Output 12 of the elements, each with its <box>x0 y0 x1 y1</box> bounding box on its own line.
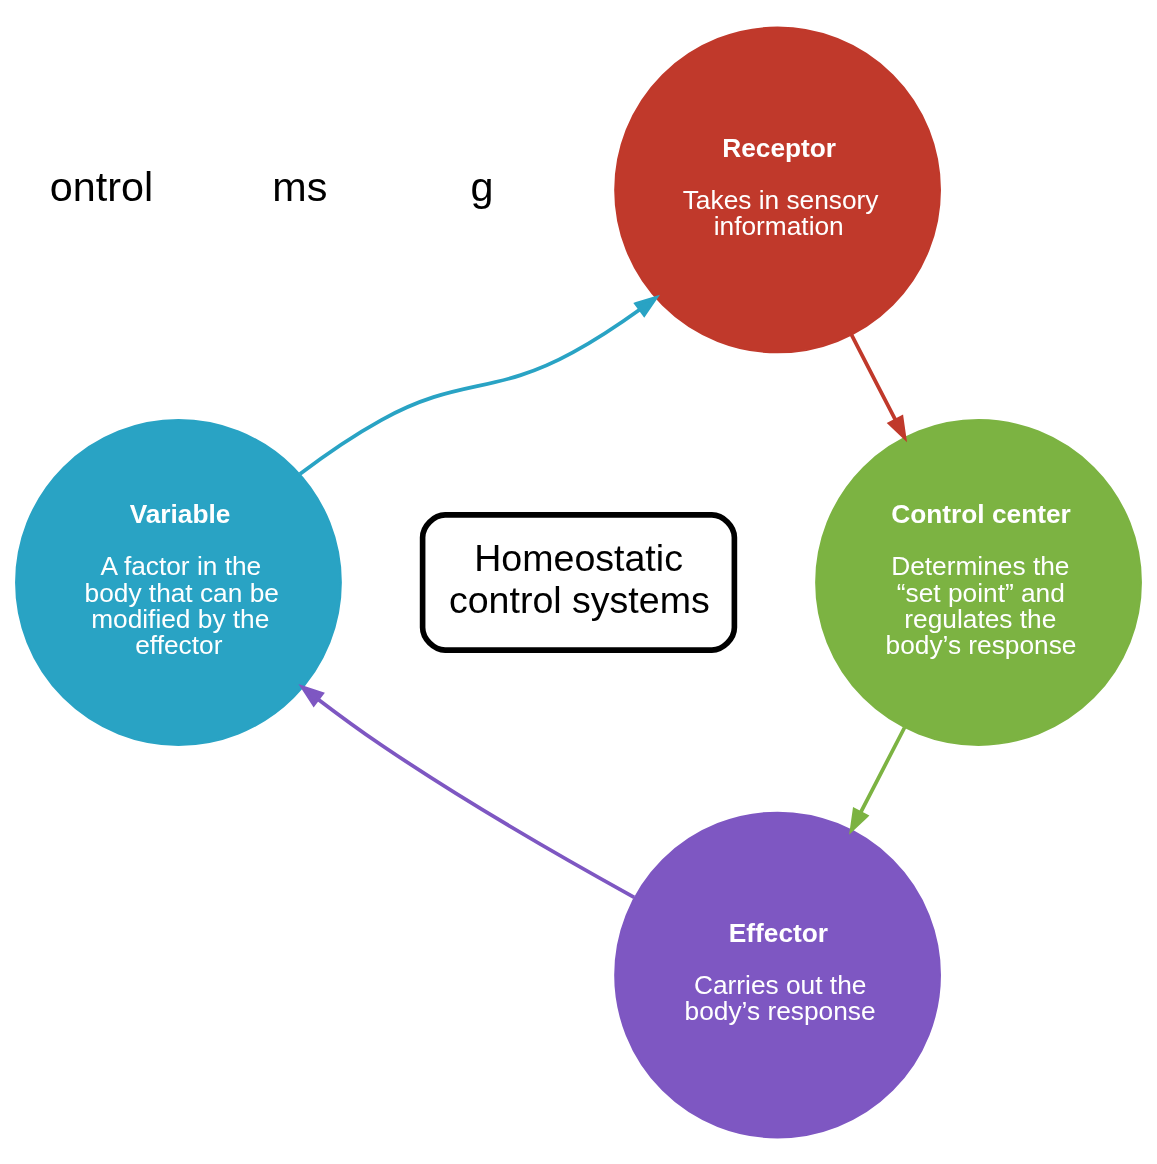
arrow <box>298 683 636 899</box>
node-circle: Control center Determines the “set point” and regulates the body’s response <box>815 418 1142 746</box>
node-box: Homeostatic control systems <box>419 511 738 653</box>
arrow <box>849 726 907 835</box>
node-circle: Effector Carries out the body’s response <box>614 811 941 1138</box>
label: g <box>470 162 494 209</box>
arrow <box>849 333 907 442</box>
label: ontrol <box>49 162 154 209</box>
arrow <box>298 294 660 475</box>
node-circle: Receptor Takes in sensory information <box>614 26 941 353</box>
label: ms <box>272 162 328 209</box>
node-circle: Variable A factor in the body that can be modified by the effector <box>15 418 342 746</box>
